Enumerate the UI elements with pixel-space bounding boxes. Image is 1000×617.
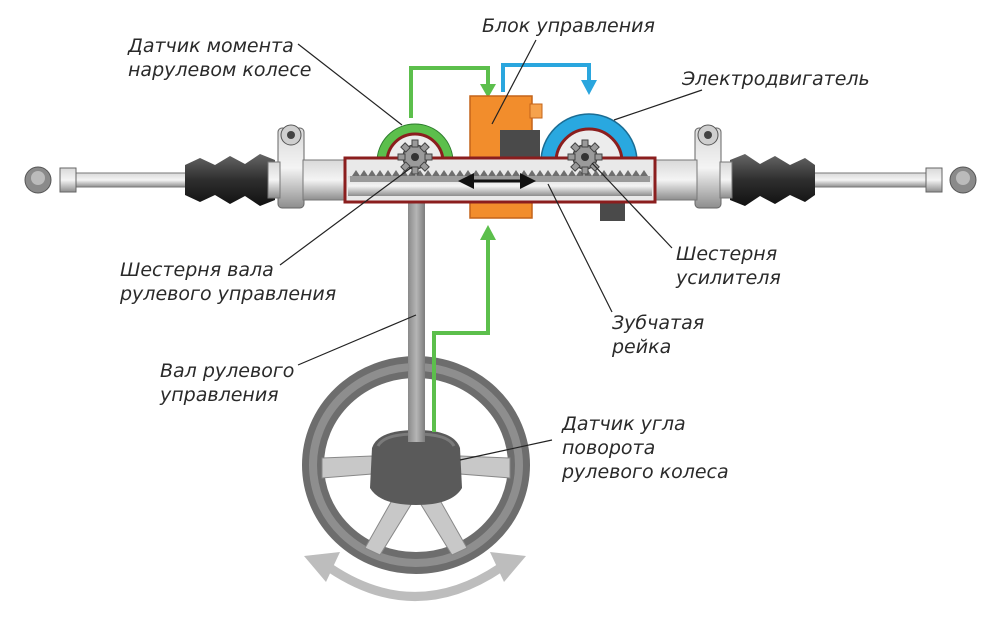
label-angle-sensor: Датчик угла поворота рулевого колеса <box>562 413 729 483</box>
steering-shaft <box>408 172 425 442</box>
rack-motion-arrow-icon <box>458 173 536 189</box>
label-gear-rack: Зубчатая рейка <box>612 312 705 358</box>
right-mount <box>694 124 722 209</box>
left-boot <box>185 154 275 206</box>
leader-lines <box>279 39 703 461</box>
label-torque-sensor: Датчик момента нарулевом колесе <box>128 35 312 81</box>
label-assist-pinion: Шестерня усилителя <box>676 243 781 289</box>
left-mount <box>277 124 305 209</box>
assist-pinion-gear-icon <box>567 139 603 175</box>
label-steering-shaft-pinion: Шестерня вала рулевого управления <box>120 259 337 305</box>
label-control-unit: Блок управления <box>482 15 655 37</box>
left-housing-tube <box>302 159 346 201</box>
motor-signal-line <box>501 63 597 95</box>
wheel-rotation-arrow-icon <box>304 552 526 601</box>
left-tie-rod <box>24 166 191 194</box>
right-housing-tube <box>654 159 698 201</box>
right-boot <box>730 154 815 206</box>
gear-rack <box>350 170 650 182</box>
label-electric-motor: Электродвигатель <box>682 68 870 90</box>
steering-pinion-gear-icon <box>397 139 433 175</box>
torque-signal-line <box>409 66 496 118</box>
label-steering-shaft: Вал рулевого управления <box>160 360 295 406</box>
right-tie-rod <box>804 166 977 194</box>
angle-signal-line <box>432 225 496 432</box>
